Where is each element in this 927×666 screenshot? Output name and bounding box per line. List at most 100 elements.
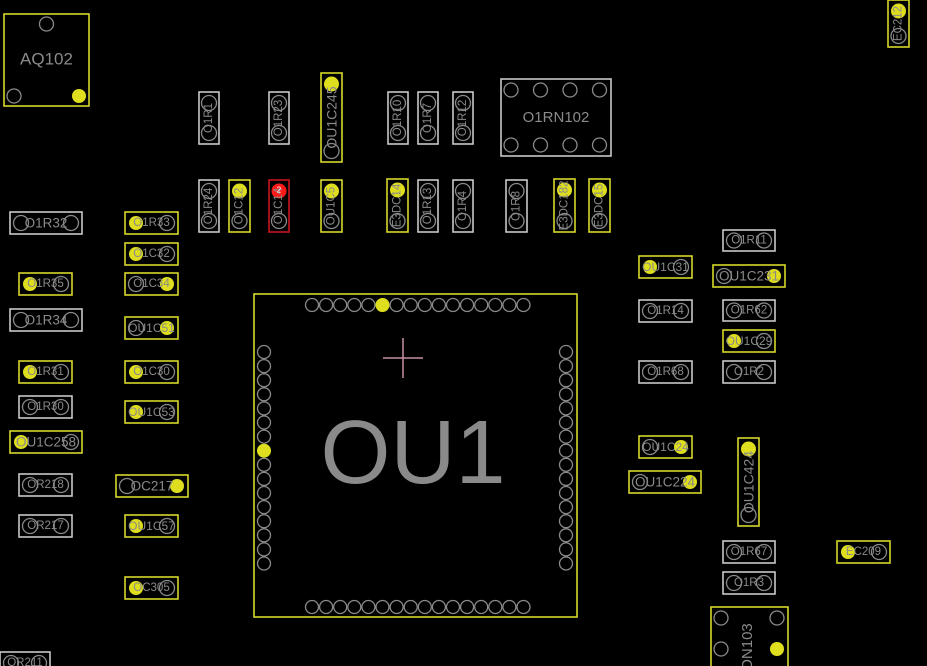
pin-1-highlight [324,76,339,92]
pad [6,88,22,104]
pin-1-highlight [129,405,143,419]
pad [755,363,773,381]
component-label: EC212 [893,6,905,41]
component-E3DC14[interactable]: E3DC14 [386,178,409,233]
component-O1R13[interactable]: O1R13 [417,179,439,233]
component-O1R67[interactable]: O1R67 [722,540,776,564]
component-OU1C5[interactable]: OU1C5 [320,179,343,233]
component-O1R33[interactable]: O1R33 [124,211,179,235]
pad [403,599,418,615]
component-OR218[interactable]: OR218 [18,473,73,497]
component-O1RN102[interactable]: O1RN102 [500,78,612,157]
component-O1R31[interactable]: O1R31 [18,360,73,384]
component-OU1C53[interactable]: OU1C53 [124,400,179,424]
pad [591,137,608,153]
component-OU1C24[interactable]: OU1C24 [638,435,693,459]
component-ON103[interactable]: ON103 [710,606,789,666]
pad [21,517,39,535]
pad [333,599,348,615]
pad [256,415,272,430]
component-OU1C245[interactable]: OU1C245 [320,72,343,163]
component-OU1C224[interactable]: OU1C224 [628,470,702,494]
component-O1C30[interactable]: O1C30 [124,360,179,384]
component-outline [452,179,474,233]
component-O1R3[interactable]: O1R3 [722,571,776,595]
pin-1-highlight [72,89,86,103]
component-O1R24[interactable]: O1R24 [198,179,220,233]
component-OC305[interactable]: OC305 [124,576,179,600]
component-label: O1R31 [27,366,63,378]
component-OU1C31[interactable]: OU1C31 [638,255,693,279]
pin-1-highlight [23,277,37,291]
component-O1R8[interactable]: O1R8 [505,179,528,233]
pad [256,358,272,374]
pin-1-highlight [129,365,143,379]
component-O1R4[interactable]: O1R4 [452,179,474,233]
component-OU1[interactable]: OU1 [253,293,578,618]
pad [725,302,743,319]
pin-1-highlight [741,441,756,457]
component-O1C34[interactable]: O1C34 [124,272,179,296]
component-label: O1R12 [457,100,469,136]
pad [558,542,574,557]
component-EC212[interactable]: EC212 [887,0,910,48]
pad [532,137,549,153]
component-O1R32[interactable]: O1R32 [9,211,83,235]
component-O1R2[interactable]: O1R2 [722,360,776,384]
pad [502,599,517,615]
component-AQ102[interactable]: AQ102 [3,13,90,107]
component-E3DC15[interactable]: E3DC15 [588,178,611,233]
component-EC209[interactable]: EC209 [836,540,891,564]
component-OU1C29[interactable]: OU1C29 [722,329,776,353]
component-O1R12[interactable]: O1R12 [452,91,474,145]
pad [256,457,272,472]
component-O1R11[interactable]: O1R11 [722,229,776,252]
component-O1R23[interactable]: O1R23 [268,91,290,145]
component-outline [0,651,51,666]
component-label: E3DC182 [559,181,571,231]
component-OU1C258[interactable]: OU1C258 [9,430,83,454]
component-O1C12[interactable]: O1C12 [228,179,251,233]
component-OC217[interactable]: OC217 [115,474,189,498]
pad [127,275,145,293]
component-label: OU1C29 [726,334,773,348]
component-E3DC182[interactable]: E3DC182 [553,178,576,233]
pad [389,297,404,313]
component-OR217[interactable]: OR217 [18,514,73,538]
component-O1R10[interactable]: O1R10 [387,91,409,145]
component-label: O1R10 [392,100,404,136]
component-O1R35[interactable]: O1R35 [18,272,73,296]
component-OU1C424[interactable]: OU1C424 [737,437,760,527]
component-O1R34[interactable]: O1R34 [9,308,83,332]
component-O1R1[interactable]: O1R1 [198,91,220,145]
component-O1R7[interactable]: O1R7 [417,91,439,145]
component-OU1C51[interactable]: OU1C51 [124,316,179,340]
pad [270,212,288,230]
component-O1R14[interactable]: O1R14 [638,299,693,323]
component-label: O1RN102 [523,109,590,126]
pad [200,94,218,112]
component-label: O1R34 [25,313,68,328]
component-OU1C57[interactable]: OU1C57 [124,514,179,538]
component-outline [712,264,786,288]
component-O1C32[interactable]: O1C32 [124,242,179,266]
component-label: OU1C258 [16,435,76,450]
component-O1R62[interactable]: O1R62 [722,299,776,322]
pad [558,514,574,529]
component-OR211[interactable]: OR211 [0,651,51,666]
component-outline [198,91,220,145]
pin-1-highlight [891,3,906,19]
pin-1-highlight [390,182,405,198]
component-label: OU1 [320,403,505,503]
component-OU1C231[interactable]: OU1C231 [712,264,786,288]
pad [52,275,70,293]
pad [256,528,272,543]
component-O1R68[interactable]: O1R68 [638,360,693,384]
pad [417,297,432,313]
component-O1R30[interactable]: O1R30 [18,395,73,419]
component-outline [722,299,776,322]
component-outline [9,211,83,235]
component-label: OU1C53 [128,405,175,419]
